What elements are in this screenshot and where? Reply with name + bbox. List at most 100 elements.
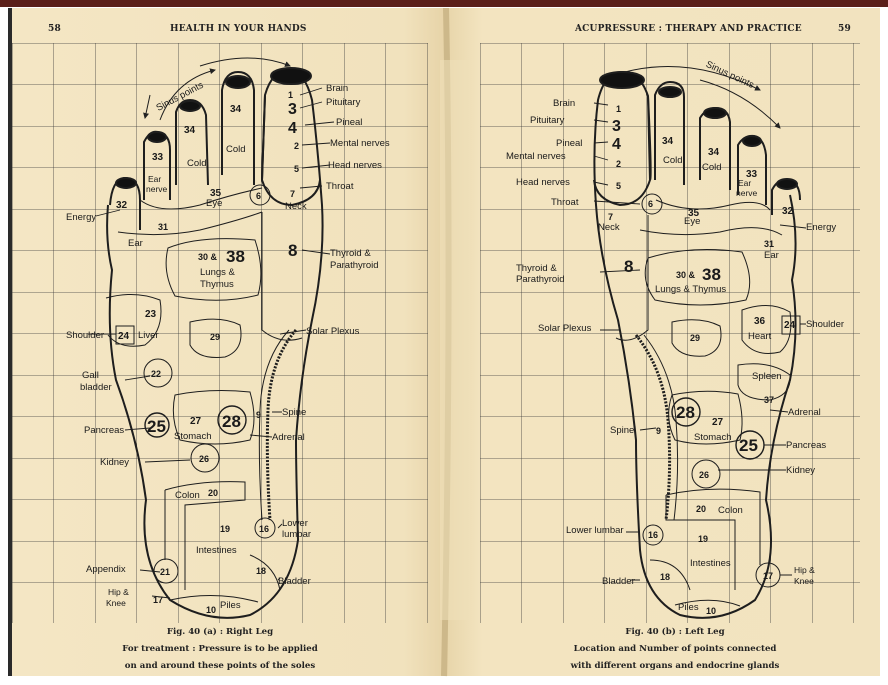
- svg-text:33: 33: [152, 152, 164, 163]
- svg-text:27: 27: [190, 416, 202, 427]
- svg-text:26: 26: [199, 454, 209, 464]
- svg-text:35: 35: [688, 208, 700, 219]
- label-lower-2: lumbar: [282, 529, 311, 540]
- svg-text:33: 33: [746, 169, 758, 180]
- page-number-right: 59: [838, 24, 851, 34]
- svg-text:17: 17: [763, 571, 773, 581]
- caption-line1-left: For treatment : Pressure is to be applie…: [100, 641, 340, 658]
- svg-text:7: 7: [608, 212, 613, 222]
- svg-text:25: 25: [147, 417, 166, 436]
- label-head-nerves: Head nerves: [328, 160, 382, 171]
- label-liver: Liver: [138, 330, 159, 341]
- svg-text:26: 26: [699, 470, 709, 480]
- label-cold-b: Cold: [226, 144, 246, 155]
- svg-text:20: 20: [208, 488, 218, 498]
- label-mental-nerves-r: Mental nerves: [506, 151, 566, 162]
- svg-text:37: 37: [764, 395, 774, 405]
- svg-text:35: 35: [210, 188, 222, 199]
- label-energy-r: Energy: [806, 222, 836, 233]
- label-intestines: Intestines: [196, 545, 237, 556]
- svg-text:24: 24: [118, 331, 130, 342]
- label-lungs-1: Lungs &: [200, 267, 236, 278]
- label-intestines-r: Intestines: [690, 558, 731, 569]
- label-bladder: Bladder: [278, 576, 311, 587]
- svg-text:17: 17: [153, 595, 163, 605]
- svg-text:36: 36: [754, 316, 766, 327]
- svg-text:9: 9: [256, 410, 261, 420]
- svg-text:34: 34: [708, 147, 720, 158]
- svg-text:21: 21: [160, 567, 170, 577]
- label-head-nerves-r: Head nerves: [516, 177, 570, 188]
- label-lungs-2: Thymus: [200, 279, 234, 290]
- svg-text:8: 8: [288, 241, 297, 260]
- svg-text:19: 19: [698, 534, 708, 544]
- label-neck: Neck: [285, 201, 307, 212]
- svg-text:18: 18: [660, 572, 670, 582]
- label-pineal-r: Pineal: [556, 138, 582, 149]
- label-hip-1-r: Hip &: [794, 565, 815, 575]
- label-ear-nerve-2-r: nerve: [736, 188, 758, 198]
- label-pituitary: Pituitary: [326, 97, 361, 108]
- label-colon-r: Colon: [718, 505, 743, 516]
- label-neck-r: Neck: [598, 222, 620, 233]
- svg-text:2: 2: [616, 159, 621, 169]
- fig-title-left: Fig. 40 (a) : Right Leg: [100, 624, 340, 641]
- svg-text:1: 1: [616, 104, 621, 114]
- caption-line2-left: on and around these points of the soles: [100, 658, 340, 675]
- label-solar-plexus: Solar Plexus: [306, 326, 360, 337]
- label-hip-1: Hip &: [108, 587, 129, 597]
- label-piles-r: Piles: [678, 602, 699, 613]
- label-shoulder: Shoulder: [66, 330, 104, 341]
- svg-text:2: 2: [294, 141, 299, 151]
- label-gall-1: Gall: [82, 370, 99, 381]
- label-pituitary-r: Pituitary: [530, 115, 565, 126]
- svg-text:29: 29: [210, 332, 220, 342]
- label-energy: Energy: [66, 212, 96, 223]
- label-adrenal: Adrenal: [272, 432, 305, 443]
- svg-text:29: 29: [690, 333, 700, 343]
- svg-text:31: 31: [764, 239, 774, 249]
- label-spleen-r: Spleen: [752, 371, 782, 382]
- label-thyroid-1: Thyroid &: [330, 248, 371, 259]
- label-bladder-r: Bladder: [602, 576, 635, 587]
- svg-text:30 &: 30 &: [676, 270, 696, 280]
- svg-text:9: 9: [656, 426, 661, 436]
- label-thyroid-2-r: Parathyroid: [516, 274, 565, 285]
- svg-text:27: 27: [712, 417, 724, 428]
- svg-text:38: 38: [226, 247, 245, 266]
- label-pancreas: Pancreas: [84, 425, 124, 436]
- svg-text:34: 34: [184, 125, 196, 136]
- page-number-left: 58: [48, 24, 61, 34]
- label-throat: Throat: [326, 181, 354, 192]
- label-stomach: Stomach: [174, 431, 212, 442]
- svg-text:28: 28: [222, 412, 241, 431]
- label-ear-r: Ear: [764, 250, 779, 261]
- label-kidney: Kidney: [100, 457, 129, 468]
- label-pancreas-r: Pancreas: [786, 440, 826, 451]
- svg-text:28: 28: [676, 403, 695, 422]
- svg-text:4: 4: [612, 136, 621, 153]
- svg-text:34: 34: [230, 104, 242, 115]
- svg-text:25: 25: [739, 436, 758, 455]
- svg-text:1: 1: [288, 90, 293, 100]
- svg-text:32: 32: [116, 200, 128, 211]
- svg-text:6: 6: [256, 191, 261, 201]
- label-lower-1: Lower: [282, 518, 308, 529]
- label-gall-2: bladder: [80, 382, 112, 393]
- svg-text:32: 32: [782, 206, 794, 217]
- svg-text:5: 5: [616, 181, 621, 191]
- running-header-right: ACUPRESSURE : THERAPY AND PRACTICE: [575, 24, 802, 34]
- label-cold-a-r: Cold: [663, 155, 683, 166]
- svg-text:3: 3: [612, 118, 621, 135]
- label-cold-b-r: Cold: [702, 162, 722, 173]
- label-cold-a: Cold: [187, 158, 207, 169]
- label-stomach-r: Stomach: [694, 432, 732, 443]
- svg-text:8: 8: [624, 257, 633, 276]
- label-hip-2-r: Knee: [794, 576, 814, 586]
- label-lungs-r: Lungs & Thymus: [655, 284, 726, 295]
- svg-text:10: 10: [706, 606, 716, 616]
- label-shoulder-r: Shoulder: [806, 319, 844, 330]
- label-piles: Piles: [220, 600, 241, 611]
- svg-text:34: 34: [662, 136, 674, 147]
